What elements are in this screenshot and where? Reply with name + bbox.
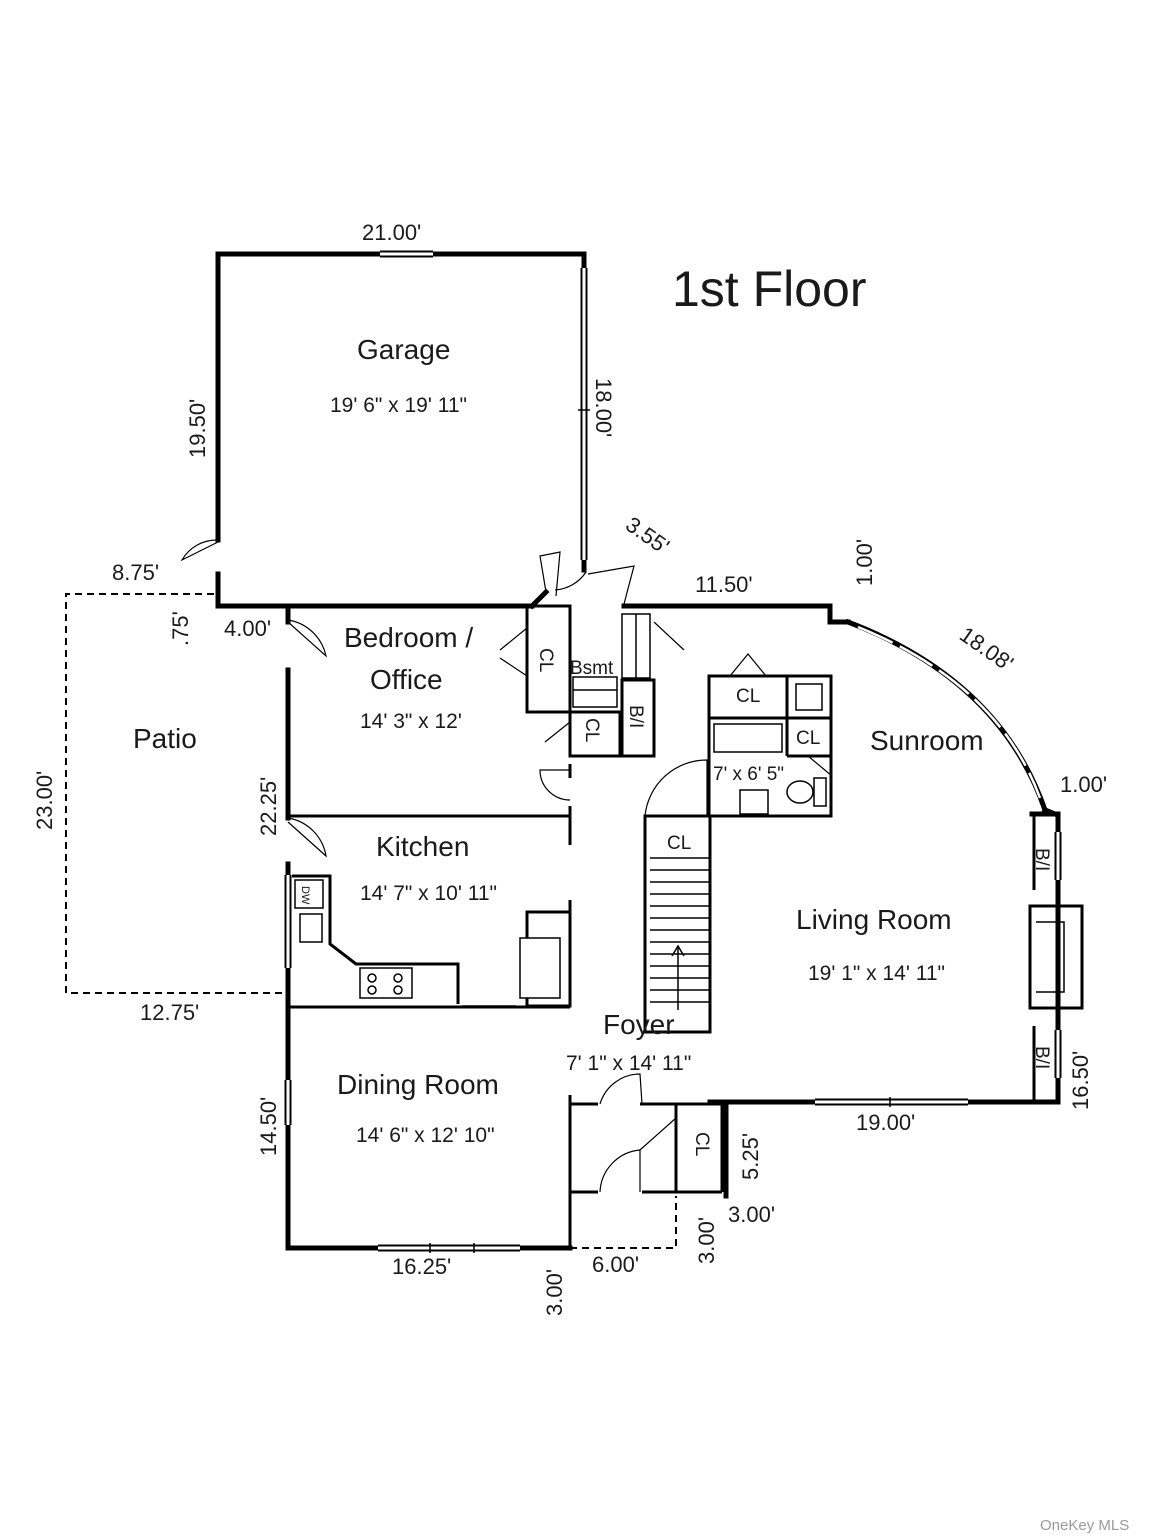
meas-875: 8.75' (112, 560, 159, 585)
meas-1650: 16.50' (1068, 1051, 1093, 1110)
sunroom-curve (844, 618, 1059, 818)
bath-dims: 7' x 6' 5" (713, 764, 784, 785)
page-title: 1st Floor (672, 261, 867, 317)
kitchen-name: Kitchen (376, 831, 469, 862)
kitchen-counters (292, 874, 572, 1008)
patio-name: Patio (133, 723, 197, 754)
meas-300-right: 3.00' (728, 1202, 775, 1227)
closet-label-bedroom: CL (535, 648, 556, 672)
meas-1900: 19.00' (856, 1110, 915, 1135)
closet-label-center: CL (581, 718, 602, 742)
bedroom-name-line2: Office (370, 664, 443, 695)
meas-525: 5.25' (738, 1133, 763, 1180)
basement-label: Bsmt (570, 658, 614, 679)
dining-room-dims: 14' 6" x 12' 10" (356, 1124, 495, 1147)
meas-100-top: 1.00' (852, 539, 877, 586)
staircase (643, 759, 712, 1034)
meas-075: .75' (168, 611, 193, 646)
living-room-dims: 19' 1" x 14' 11" (808, 962, 945, 985)
closet-label-bath-side: CL (796, 728, 820, 749)
meas-garage-top: 21.00' (362, 220, 421, 245)
meas-2300: 23.00' (32, 771, 57, 830)
bedroom-name-line1: Bedroom / (344, 622, 473, 653)
foyer-dims: 7' 1" x 14' 11" (566, 1052, 691, 1075)
meas-diag-355: 3.55' (621, 512, 674, 559)
closet-label-stairs: CL (667, 833, 691, 854)
sunroom-name: Sunroom (870, 725, 984, 756)
built-in-label-lower: B/I (1031, 1046, 1052, 1069)
meas-600: 6.00' (592, 1252, 639, 1277)
meas-1625: 16.25' (392, 1254, 451, 1279)
built-in-label-upper: B/I (1031, 848, 1052, 871)
meas-garage-right: 18.00' (591, 378, 616, 437)
meas-100-right: 1.00' (1060, 772, 1107, 797)
garage-dims: 19' 6" x 19' 11" (330, 394, 467, 417)
bath-block (707, 653, 833, 818)
center-closets (499, 604, 685, 801)
living-room-name: Living Room (796, 904, 952, 935)
meas-300-vert: 3.00' (694, 1217, 719, 1264)
built-in-label-center: B/I (625, 705, 646, 728)
entry-doors (539, 551, 635, 605)
foyer-name: Foyer (603, 1009, 675, 1040)
closet-label-foyer: CL (691, 1132, 712, 1156)
garage-walls (215, 250, 590, 609)
meas-garage-left: 19.50' (185, 399, 210, 458)
meas-1450: 14.50' (256, 1097, 281, 1156)
west-walls (284, 603, 327, 1251)
north-walls (215, 588, 851, 625)
closet-label-bath-upper: CL (736, 686, 760, 707)
garage-name: Garage (357, 334, 450, 365)
meas-2225: 22.25' (256, 777, 281, 836)
dishwasher-label: DW (299, 886, 311, 905)
meas-1150: 11.50' (695, 572, 753, 597)
east-walls (707, 811, 1084, 1199)
meas-400: 4.00' (224, 616, 271, 641)
meas-300-bottom: 3.00' (542, 1269, 567, 1316)
garage-side-door (180, 539, 219, 562)
patio-outline (65, 593, 288, 994)
bedroom-dims: 14' 3" x 12' (360, 710, 462, 733)
mls-credit: OneKey MLS (1040, 1517, 1129, 1534)
meas-1275: 12.75' (140, 1000, 199, 1025)
meas-1808: 18.08' (955, 622, 1018, 676)
kitchen-dims: 14' 7" x 10' 11" (360, 882, 497, 905)
dining-room-name: Dining Room (337, 1069, 499, 1100)
